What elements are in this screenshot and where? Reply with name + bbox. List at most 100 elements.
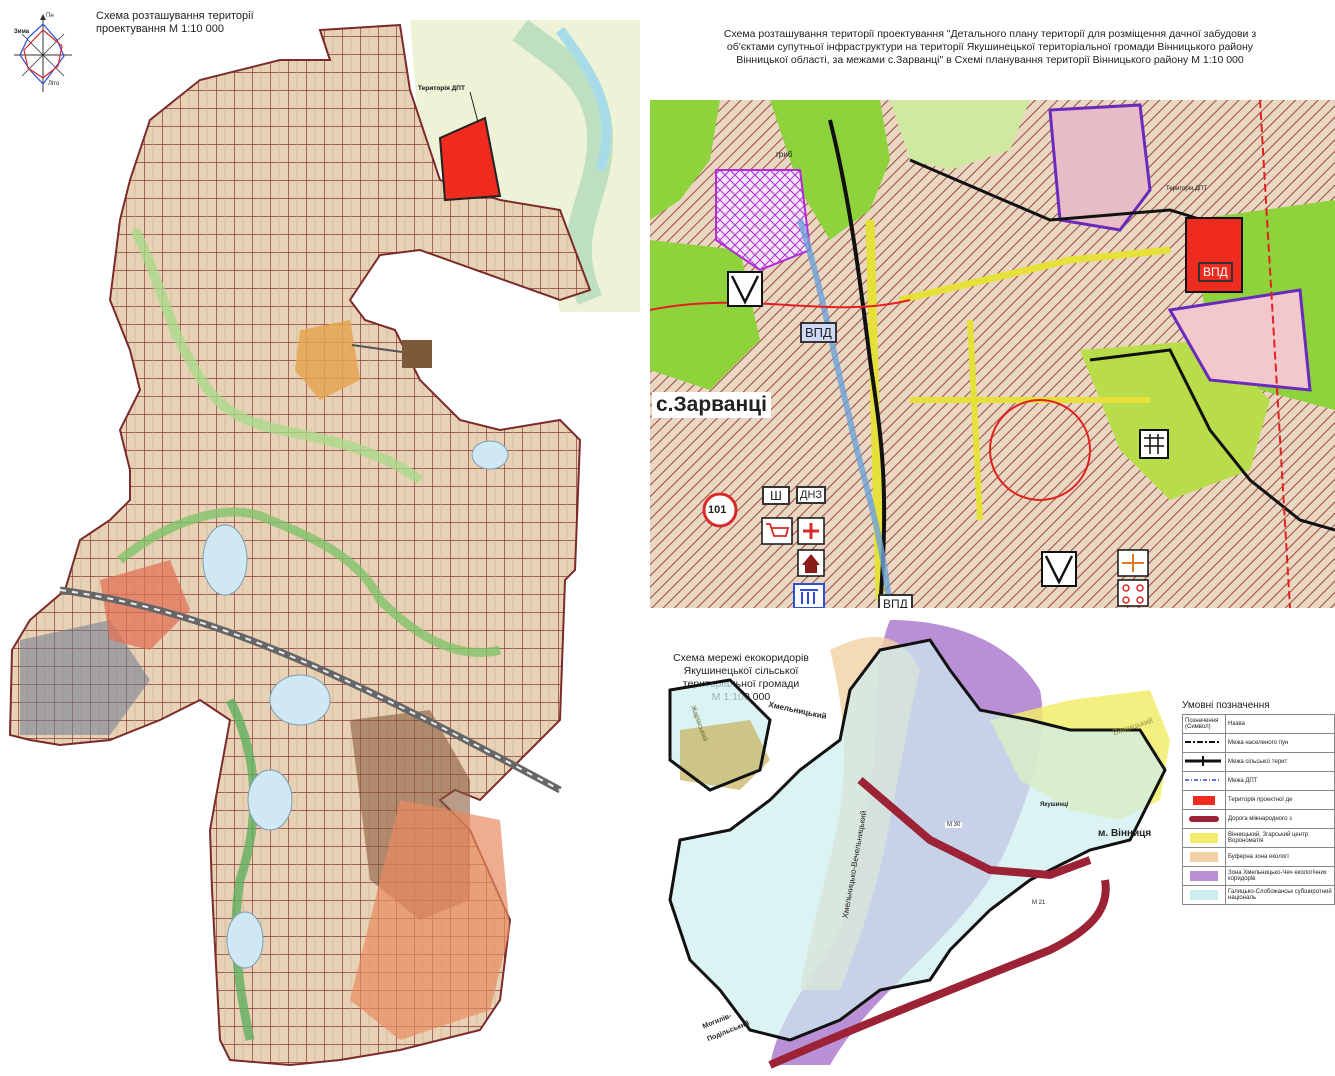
- legend-label: Дорога міжнародного з: [1225, 809, 1335, 829]
- legend-header-row: Позначення (Символ) Назва: [1182, 714, 1335, 734]
- road-number-label: 101: [708, 504, 727, 516]
- main-road: [828, 119, 887, 608]
- access-road: [351, 344, 403, 353]
- school-label: Ш: [762, 486, 790, 505]
- road-m21: [768, 879, 1110, 1069]
- legend: Умовні позначення Позначення (Символ) На…: [1182, 700, 1335, 905]
- legend-label: Галицько-Слобожанськ субширотний націона…: [1225, 885, 1335, 905]
- grib-label: гриб: [776, 150, 793, 159]
- legend-row: Межа населеного пун: [1182, 733, 1335, 753]
- legend-row: Вінницький, Згарський центр Ворономатія: [1182, 828, 1335, 848]
- left-zoning-map: Територія ДПТ: [0, 0, 650, 1071]
- road-yellow-2: [899, 246, 1171, 304]
- top-right-title-line1: Схема розташування території проектуванн…: [723, 28, 1257, 40]
- green-corridor-1: [130, 227, 423, 485]
- boundary-line-2: [1089, 348, 1335, 532]
- legend-label: Зона Хмельницько-Чеч екологічних коридор…: [1225, 866, 1335, 886]
- legend-label: Вінницький, Згарський центр Ворономатія: [1225, 828, 1335, 848]
- building-zone: [402, 340, 432, 368]
- top-right-map-svg: [650, 100, 1335, 608]
- west-boundary: [668, 678, 772, 792]
- vpd-label-1: ВПД: [800, 322, 837, 343]
- top-right-title-line3: Вінницької області, за межами с.Зарванці…: [736, 54, 1244, 66]
- left-map-title: Схема розташування території проектуванн…: [96, 10, 326, 36]
- metro-symbol-2: [1041, 551, 1077, 587]
- special-zone-mesh: [715, 169, 812, 272]
- winter-label: Зима: [14, 29, 30, 35]
- speed-sign-101: [702, 492, 738, 528]
- road-m30: [857, 776, 1092, 880]
- pond-2: [269, 674, 331, 726]
- yakushyntsi-label: Якушинці: [1040, 802, 1069, 808]
- pond-5: [226, 911, 264, 969]
- left-map-svg: [8, 19, 640, 1067]
- right-dpt-label: Територія ДПТ: [1166, 186, 1207, 192]
- legend-row: Межа сільської терит: [1182, 752, 1335, 772]
- river: [797, 219, 893, 608]
- shop-symbol: [761, 517, 793, 545]
- green-corridor-2: [117, 507, 502, 658]
- eco-corridor-map: Хмельницький м. Вінниця Вінницький Могил…: [650, 610, 1180, 1071]
- river: [555, 27, 612, 172]
- vinnytsia-label: м. Вінниця: [1098, 828, 1152, 839]
- summer-label: Літо: [48, 81, 60, 87]
- legend-label: Територія проектної де: [1225, 790, 1335, 810]
- public-zone-1: [295, 320, 360, 400]
- cemetery-symbol: [1139, 429, 1169, 459]
- legend-col2: Назва: [1225, 714, 1335, 734]
- m21-label: М 21: [1030, 900, 1048, 906]
- meadow-1: [890, 100, 1030, 170]
- legend-label: Межа населеного пун: [1225, 733, 1335, 753]
- legend-title: Умовні позначення: [1182, 700, 1270, 711]
- red-dashed-line: [1259, 100, 1291, 608]
- north-label: Пн: [46, 13, 54, 19]
- legend-col1: Позначення (Символ): [1182, 714, 1226, 734]
- hospital-symbol: [797, 517, 825, 545]
- eco-title-line2: Якушинецької сільської: [683, 665, 799, 677]
- cottage-zone-1: [1048, 103, 1152, 232]
- legend-row: Територія проектної де: [1182, 790, 1335, 810]
- legend-row: Зона Хмельницько-Чеч екологічних коридор…: [1182, 866, 1335, 886]
- garage-zone: [20, 620, 150, 735]
- pond-1: [202, 524, 248, 596]
- house-symbol: [797, 549, 825, 577]
- vpd-label-3: ВПД: [878, 594, 913, 608]
- m30-label: М 30: [945, 822, 963, 828]
- legend-row: Дорога міжнародного з: [1182, 809, 1335, 829]
- crossroads-symbol: [1117, 549, 1149, 577]
- pond-4: [471, 440, 509, 470]
- metro-symbol-1: [727, 271, 763, 307]
- legend-table: Позначення (Символ) Назва Межа населеног…: [1182, 714, 1335, 905]
- left-map-title-line2: проектування М 1:10 000: [96, 23, 224, 35]
- legend-row: Буферна зона екологі: [1182, 847, 1335, 867]
- wind-rose: Зима Літо Пн: [12, 10, 74, 96]
- left-dpt-label: Територія ДПТ: [418, 85, 465, 92]
- settlement-label: с.Зарванці: [652, 392, 771, 418]
- forest-strip: [512, 19, 614, 306]
- commercial-zone: [350, 800, 510, 1040]
- top-right-planning-map: с.Зарванці ВПД ВПД ВПД ДНЗ Ш 101 Територ…: [650, 100, 1335, 608]
- top-right-title-line2: об'єктами супутньої інфраструктури на те…: [726, 41, 1254, 53]
- legend-label: Межа сільської терит: [1225, 752, 1335, 772]
- community-territory: [670, 640, 1165, 1040]
- legend-label: Буферна зона екологі: [1225, 847, 1335, 867]
- green-corridor-3: [225, 697, 259, 1041]
- eco-map-svg: [668, 620, 1170, 1069]
- dpt-leader-line: [469, 91, 479, 123]
- railway-dash: [59, 589, 561, 791]
- legend-label: Межа ДПТ: [1225, 771, 1335, 791]
- community-boundary: [668, 638, 1167, 1042]
- chess-symbol: [1117, 579, 1149, 607]
- dpt-territory: [438, 116, 502, 202]
- zharivskyi-zone: [680, 720, 770, 790]
- eco-title-line1: Схема мережі екокоридорів: [673, 652, 809, 664]
- dnz-label: ДНЗ: [796, 486, 827, 504]
- pond-3: [247, 769, 293, 831]
- vpd-label-2: ВПД: [1198, 262, 1233, 282]
- forest-2: [770, 100, 890, 240]
- red-line-1: [650, 299, 911, 311]
- legend-row: Межа ДПТ: [1182, 771, 1335, 791]
- top-right-map-title: Схема розташування території проектуванн…: [660, 28, 1320, 67]
- road-yellow-3: [967, 319, 983, 521]
- legend-row: Галицько-Слобожанськ субширотний націона…: [1182, 885, 1335, 905]
